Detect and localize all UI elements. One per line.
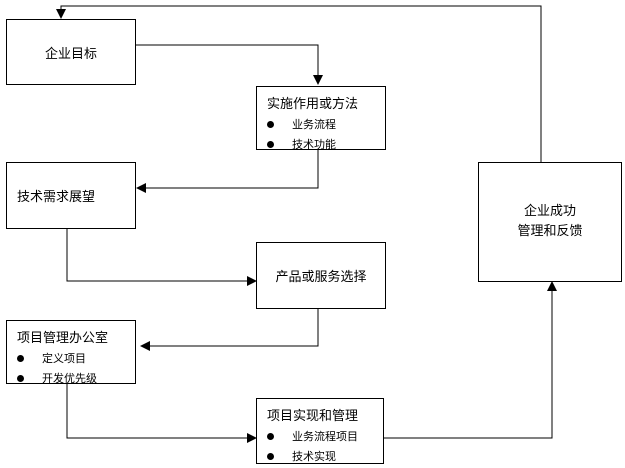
bullet-text: 开发优先级 [42, 372, 97, 385]
bullet-text: 业务流程项目 [292, 430, 358, 443]
arrow-project-impl-to-success [384, 281, 557, 439]
bullet-text: 技术功能 [292, 138, 336, 151]
list-item: 定义项目 [17, 350, 135, 366]
list-item: 业务流程 [267, 116, 385, 132]
node-pmo: 项目管理办公室 定义项目 开发优先级 [6, 320, 136, 386]
node-product-choice: 产品或服务选择 [256, 242, 386, 309]
node-product-choice-title: 产品或服务选择 [275, 270, 367, 285]
arrow-implementation-to-tech-outlook [136, 150, 319, 193]
arrow-success-feedback-to-goal [56, 5, 542, 162]
node-implementation: 实施作用或方法 业务流程 技术功能 [256, 86, 386, 152]
bullet-text: 定义项目 [42, 352, 86, 365]
list-item: 技术实现 [267, 448, 383, 464]
node-project-impl-title: 项目实现和管理 [267, 409, 359, 424]
node-success-line1: 企业成功 [523, 204, 576, 219]
node-pmo-title: 项目管理办公室 [17, 331, 109, 346]
bullet-text: 技术实现 [292, 450, 336, 463]
bullet-icon [267, 432, 274, 440]
list-item: 开发优先级 [17, 370, 135, 386]
node-enterprise-goal: 企业目标 [6, 19, 136, 85]
bullet-icon [267, 452, 274, 460]
node-success-line2: 管理和反馈 [517, 224, 583, 239]
bullet-icon [267, 140, 274, 148]
list-item: 技术功能 [267, 136, 385, 152]
bullet-icon [17, 374, 24, 382]
bullet-icon [17, 354, 24, 362]
node-tech-outlook-title: 技术需求展望 [17, 190, 96, 205]
bullet-text: 业务流程 [292, 118, 336, 131]
node-enterprise-goal-title: 企业目标 [44, 46, 97, 62]
list-item: 业务流程项目 [267, 428, 383, 444]
node-project-impl: 项目实现和管理 业务流程项目 技术实现 [256, 398, 384, 464]
node-success: 企业成功 管理和反馈 [478, 162, 622, 282]
bullet-icon [267, 120, 274, 128]
arrow-tech-outlook-to-product [66, 229, 257, 286]
arrow-goal-to-implementation [136, 44, 323, 85]
arrow-pmo-to-project-impl [66, 384, 257, 443]
node-tech-outlook: 技术需求展望 [6, 162, 136, 229]
arrow-product-to-pmo [140, 309, 319, 351]
node-implementation-title: 实施作用或方法 [267, 97, 359, 112]
node-success-text: 企业成功 管理和反馈 [517, 202, 582, 242]
